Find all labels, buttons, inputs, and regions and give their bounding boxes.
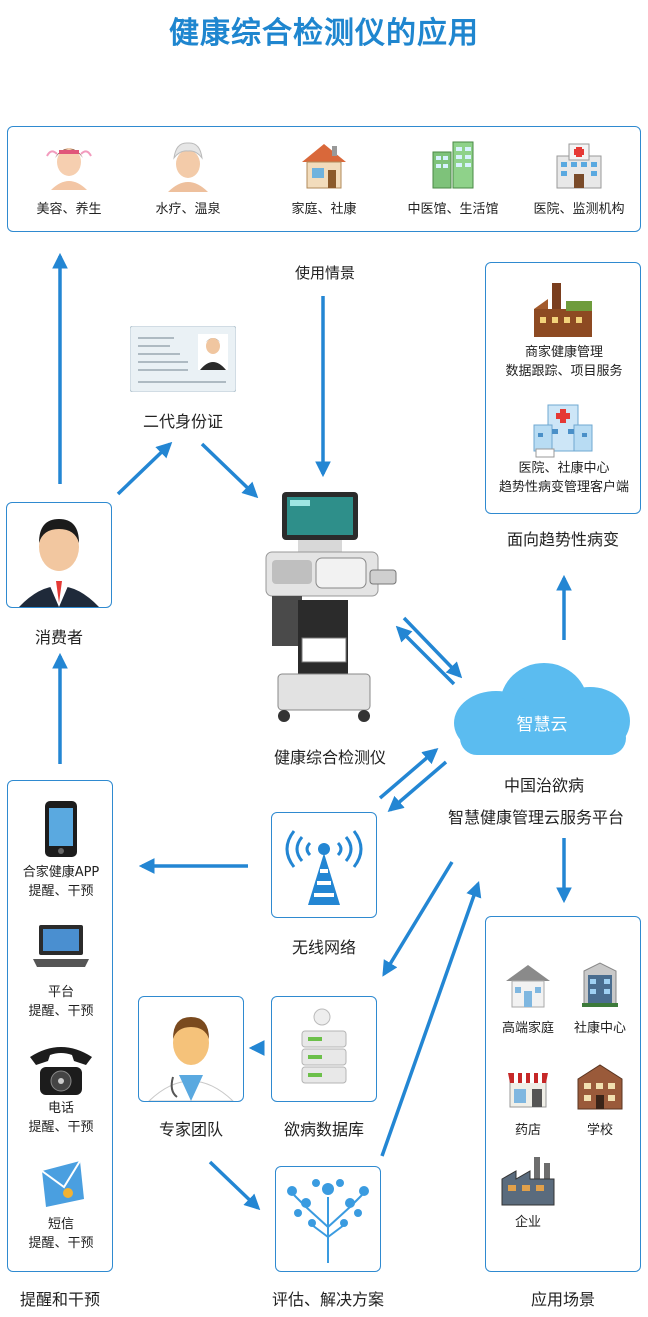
scenario-label: 医院、监测机构	[533, 202, 625, 217]
villa-icon	[504, 961, 552, 1009]
arrow-device-to-cloud	[402, 616, 463, 679]
reminder-item-line1: 合家健康APP	[22, 865, 100, 880]
trend-panel: 商家健康管理 数据跟踪、项目服务 医院、社康中心 趋势性病变管理客户端	[485, 262, 641, 514]
reminder-item-line2: 提醒、干预	[28, 1004, 94, 1019]
application-label: 高端家庭	[501, 1021, 554, 1036]
experts-label: 专家团队	[158, 1120, 223, 1139]
device-label: 健康综合检测仪	[273, 748, 386, 767]
health-device-image	[258, 488, 402, 726]
doctor-avatar-icon	[148, 1017, 234, 1101]
arrow-experts-to-solution	[208, 1160, 261, 1211]
arrow-cloud-to-wireless	[387, 760, 448, 813]
signal-tower-icon	[285, 830, 363, 905]
application-label: 社康中心	[573, 1021, 626, 1036]
wireless-label: 无线网络	[291, 938, 356, 957]
reminders-caption: 提醒和干预	[19, 1290, 100, 1309]
arrow-wireless-to-cloud	[378, 747, 439, 800]
id-card-image	[130, 326, 236, 392]
reminder-item-line1: 短信	[47, 1217, 74, 1232]
scenario-label: 家庭、社康	[291, 202, 357, 217]
solution-tree-icon	[287, 1179, 369, 1263]
trend-item-line2: 趋势性病变管理客户端	[498, 480, 629, 495]
reminder-item-line2: 提醒、干预	[28, 1120, 94, 1135]
trend-item-line1: 医院、社康中心	[518, 461, 610, 476]
cloud-icon	[448, 655, 634, 759]
scenario-tcm: 中医馆、生活馆	[398, 138, 508, 217]
scenario-label: 中医馆、生活馆	[407, 202, 499, 217]
scenario-label: 美容、养生	[36, 202, 102, 217]
page-title: 健康综合检测仪的应用	[169, 16, 479, 51]
cloud-label: 智慧云	[516, 715, 568, 735]
arrow-idcard-to-device	[200, 442, 259, 499]
scenario-spa: 水疗、温泉	[133, 138, 243, 217]
hospital-icon	[551, 138, 607, 192]
trend-item-line2: 数据跟踪、项目服务	[505, 364, 623, 379]
arrow-consumer-to-idcard	[116, 441, 173, 496]
trend-item-line1: 商家健康管理	[524, 345, 603, 360]
application-label: 药店	[514, 1123, 541, 1138]
scenarios-caption: 使用情景	[294, 264, 355, 282]
applications-panel: 高端家庭 社康中心 药店 学校 企业	[485, 916, 641, 1272]
arrow-platform-to-database	[382, 861, 454, 977]
arrow-cloud-to-device	[395, 625, 456, 686]
reminder-item-line2: 提醒、干预	[28, 884, 94, 899]
reminders-panel: 合家健康APP 提醒、干预 平台 提醒、干预 电话 提醒、干预 短信 提醒、干预	[7, 780, 113, 1272]
platform-line1: 中国治欲病	[503, 776, 584, 795]
application-label: 学校	[586, 1123, 613, 1138]
telephone-icon	[26, 1041, 96, 1097]
reminder-item-line2: 提醒、干预	[28, 1236, 94, 1251]
application-label: 企业	[514, 1215, 541, 1230]
scenario-beauty: 美容、养生	[14, 138, 124, 217]
factory-enterprise-icon	[500, 1155, 556, 1207]
sms-envelope-icon	[34, 1157, 88, 1211]
spa-woman-icon	[160, 138, 216, 192]
reminder-item-line1: 电话	[47, 1101, 74, 1116]
house-icon	[296, 138, 352, 192]
database-label: 欲病数据库	[283, 1120, 364, 1139]
factory-icon	[532, 281, 594, 339]
id-card-label: 二代身份证	[142, 412, 223, 431]
smartphone-icon	[41, 801, 81, 857]
consumer-label: 消费者	[34, 628, 83, 647]
scenario-label: 水疗、温泉	[155, 202, 221, 217]
hospital-building-icon	[532, 401, 594, 459]
scenario-hospital: 医院、监测机构	[524, 138, 634, 217]
reminder-item-line1: 平台	[47, 985, 74, 1000]
database-box	[271, 996, 377, 1102]
beauty-woman-icon	[41, 138, 97, 192]
consumer-box	[6, 502, 112, 608]
arrow-solution-to-platform	[380, 881, 482, 1157]
community-center-icon	[576, 961, 624, 1009]
consumer-avatar-icon	[19, 519, 99, 607]
database-icon	[301, 1008, 347, 1084]
scenario-home: 家庭、社康	[269, 138, 379, 217]
buildings-icon	[425, 138, 481, 192]
solution-label: 评估、解决方案	[271, 1290, 384, 1309]
trend-caption: 面向趋势性病变	[506, 530, 619, 549]
platform-line2: 智慧健康管理云服务平台	[447, 808, 624, 827]
pharmacy-icon	[504, 1061, 552, 1109]
experts-box	[138, 996, 244, 1102]
wireless-box	[271, 812, 377, 918]
laptop-icon	[31, 921, 91, 971]
solution-box	[275, 1166, 381, 1272]
school-icon	[574, 1061, 626, 1113]
applications-caption: 应用场景	[530, 1290, 595, 1309]
